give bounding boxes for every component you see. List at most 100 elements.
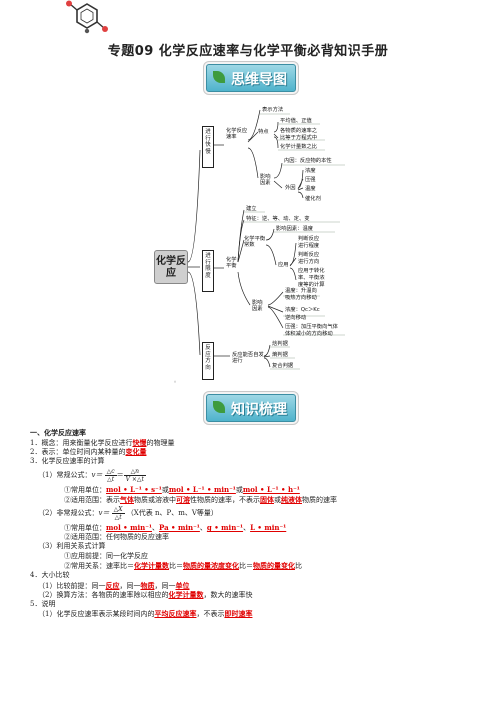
mindmap-node-app-3: 判断反应: [298, 252, 320, 258]
text: 或: [235, 486, 243, 495]
mindmap-node-spontaneous: 反应能否自发进行: [232, 352, 264, 364]
text: ＝: [116, 471, 124, 480]
mindmap-banner: 思维导图: [206, 64, 296, 92]
mindmap-node-express: 表示方法: [262, 107, 284, 113]
text: 比＝: [239, 562, 253, 571]
text: （1）比较前提：同一: [38, 581, 106, 590]
highlight: mol • L⁻¹ • s⁻¹: [106, 485, 162, 495]
mindmap-node-composite: 复合判据: [272, 363, 294, 369]
numerator: △n: [123, 468, 146, 476]
highlight: mol • L⁻¹ • h⁻¹: [242, 485, 300, 495]
highlight: 单位: [175, 580, 190, 590]
line-expression: 2．表示：单位时间内某种量的变化量: [30, 447, 480, 457]
text: （2）非常规公式：: [38, 509, 99, 518]
line-premise: ①应用前提：同一化学反应: [64, 551, 148, 560]
highlight: 物质的量浓度变化: [183, 561, 239, 571]
text: 物质或溶液中: [134, 495, 176, 504]
mindmap-node-ext-1: 浓度: [305, 168, 316, 174]
text: ②常用关系：速率比＝: [64, 562, 134, 571]
mindmap-category-rate: 进行快慢: [202, 126, 214, 168]
line-concept: 1．概念：用来衡量化学反应进行快慢的物理量: [30, 438, 480, 448]
mindmap-banner-text: 思维导图: [231, 72, 287, 88]
mindmap-node-ext-2: 压强: [305, 177, 316, 183]
denominator: V ×△t: [125, 475, 144, 483]
line-units-1: ①常用单位：mol • L⁻¹ • s⁻¹或mol • L⁻¹ • min⁻¹或…: [30, 485, 480, 495]
denominator: △t: [107, 475, 115, 483]
text: 物质的速率: [302, 495, 337, 504]
mindmap-node-feature-3: 比等于方程式中: [280, 135, 318, 141]
mindmap-node-feature-1: 平均值、正值: [280, 118, 312, 124]
mindmap-node-establish: 建立: [246, 206, 257, 212]
mindmap-node-application: 应用: [278, 262, 289, 268]
text: （1）化学反应速率表示某段时间内的: [38, 610, 155, 619]
highlight: 化学计量数: [168, 590, 204, 600]
mindmap-category-direction: 反应方向: [202, 342, 214, 380]
page-title: 专题09 化学反应速率与化学平衡必背知识手册: [107, 44, 389, 59]
mindmap-category-equilibrium: 进行限度: [202, 250, 214, 292]
knowledge-banner-text: 知识梳理: [231, 402, 287, 418]
leaf-icon: [213, 71, 225, 83]
text: （1）常规公式：: [38, 471, 92, 480]
mindmap-node-external: 外因: [285, 185, 296, 191]
highlight: 固体: [260, 494, 274, 504]
text: 、: [243, 524, 251, 533]
highlight: 快慢: [132, 437, 147, 447]
text: 1．概念：用来衡量化学反应进行: [30, 438, 133, 447]
text: 2．表示：单位时间内某种量的: [30, 448, 126, 457]
text: （X代表 n、P、m、V等量）: [126, 509, 218, 518]
text: v＝: [91, 471, 103, 480]
mindmap-node-app-7: 度等的计算: [298, 282, 325, 288]
numerator: △c: [104, 467, 117, 476]
mindmap-root-node: 化学反应: [154, 250, 188, 284]
text: ，同一: [154, 581, 176, 590]
mindmap-node-eq-constant: 化学平衡常数: [244, 236, 266, 248]
leaf-icon: [213, 401, 225, 413]
text: ，同一: [119, 581, 141, 590]
denominator: △t: [114, 513, 122, 521]
mindmap-node-shift-5: 压强：加压平衡向气体: [285, 324, 338, 330]
highlight: mol • L⁻¹ • min⁻¹: [168, 485, 236, 495]
highlight: Pa • min⁻¹: [159, 523, 200, 533]
mindmap-node-const-factor: 影响因素：温度: [276, 226, 314, 232]
highlight: 气体: [120, 494, 134, 504]
text: 的物理量: [146, 438, 175, 447]
highlight: 纯液体: [281, 494, 302, 504]
mindmap-node-internal: 内因：反应物的本性: [284, 158, 332, 164]
mindmap-node-features: 特点: [258, 129, 269, 135]
highlight: 变化量: [125, 447, 147, 457]
mindmap-node-shift-2: 吸热方向移动: [285, 295, 317, 301]
mindmap-node-shift-6: 体积减小的方向移动: [285, 331, 333, 337]
mindmap-connectors: [187, 109, 345, 370]
mindmap-stray-dot: 。: [174, 378, 180, 384]
highlight: L • min⁻¹: [250, 523, 287, 533]
text: 比＝: [169, 562, 183, 571]
line-relation: （3）利用关系式计算: [38, 542, 106, 551]
line-note-1: （1）化学反应速率表示某段时间内的平均反应速率，不表示即时速率: [30, 609, 480, 619]
highlight: 化学计量数: [134, 561, 169, 571]
mindmap-node-app-1: 判断反应: [298, 236, 320, 242]
text: ①常用单位：: [64, 524, 106, 533]
mindmap-node-rate: 化学反应速率: [226, 128, 248, 140]
line-common-relation: ②常用关系：速率比＝化学计量数比＝物质的量浓度变化比＝物质的量变化比: [30, 561, 480, 571]
highlight: 平均反应速率: [154, 609, 197, 619]
line-notes: 5．说明: [30, 599, 56, 608]
highlight: 物质: [140, 580, 155, 590]
line-units-2: ①常用单位：mol • min⁻¹、Pa • min⁻¹、g • min⁻¹、L…: [30, 523, 480, 533]
mindmap-node-app-4: 进行方向: [298, 259, 320, 265]
mindmap-node-equilibrium: 化学平衡: [226, 257, 237, 269]
text: 、: [152, 524, 159, 533]
fraction-dx-dt: △X△t: [111, 505, 125, 521]
numerator: △X: [111, 505, 125, 514]
fraction-dc-dt: △c△t: [104, 467, 117, 483]
text: ，不表示: [196, 610, 225, 619]
mindmap-node-ext-4: 催化剂: [305, 196, 321, 202]
mindmap-node-feature-2: 各物质的速率之: [280, 128, 318, 134]
line-scope-2: ②适用范围：任何物质的反应速率: [64, 532, 169, 541]
mindmap-node-shift-factors: 影响因素: [252, 300, 263, 312]
line-formula-irregular: （2）非常规公式：v＝ △X△t （X代表 n、P、m、V等量）: [30, 504, 480, 523]
mindmap-node-app-5: 应用于转化: [298, 268, 325, 274]
line-conversion: （2）换算方法：各物质的速率除以相应的化学计量数，数大的速率快: [30, 590, 480, 600]
highlight: g • min⁻¹: [206, 523, 244, 533]
